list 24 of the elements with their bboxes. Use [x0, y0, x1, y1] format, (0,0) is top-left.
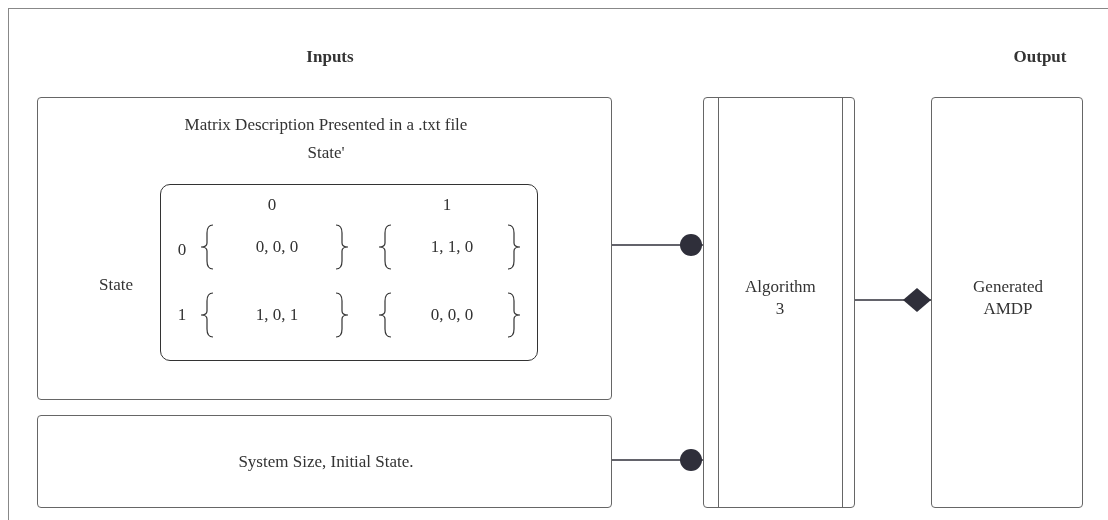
input-text: System Size, Initial State.	[238, 450, 414, 473]
connector	[611, 234, 704, 256]
output-box	[931, 97, 1083, 508]
row-index: 0	[177, 238, 187, 261]
process-text: Algorithm 3	[745, 275, 815, 320]
matrix-entry: 1, 1, 0	[430, 235, 474, 258]
connector	[611, 449, 704, 471]
column-heading: State'	[307, 141, 345, 164]
subroutine-box	[703, 97, 855, 508]
column-index: 1	[442, 193, 452, 216]
input-box	[37, 415, 612, 508]
column-index: 0	[267, 193, 277, 216]
matrix-entry: 0, 0, 0	[255, 235, 299, 258]
row-heading: State	[99, 273, 133, 296]
row-index: 1	[177, 303, 187, 326]
input-panel	[37, 97, 612, 400]
section-heading: Output	[1013, 47, 1067, 67]
panel-heading: Matrix Description Presented in a .txt file	[184, 113, 468, 136]
section-heading: Inputs	[306, 47, 354, 67]
connector	[854, 288, 932, 312]
output-text: Generated AMDP	[972, 275, 1044, 320]
matrix-box	[160, 184, 538, 361]
matrix-entry: 0, 0, 0	[430, 303, 474, 326]
matrix-entry: 1, 0, 1	[255, 303, 299, 326]
